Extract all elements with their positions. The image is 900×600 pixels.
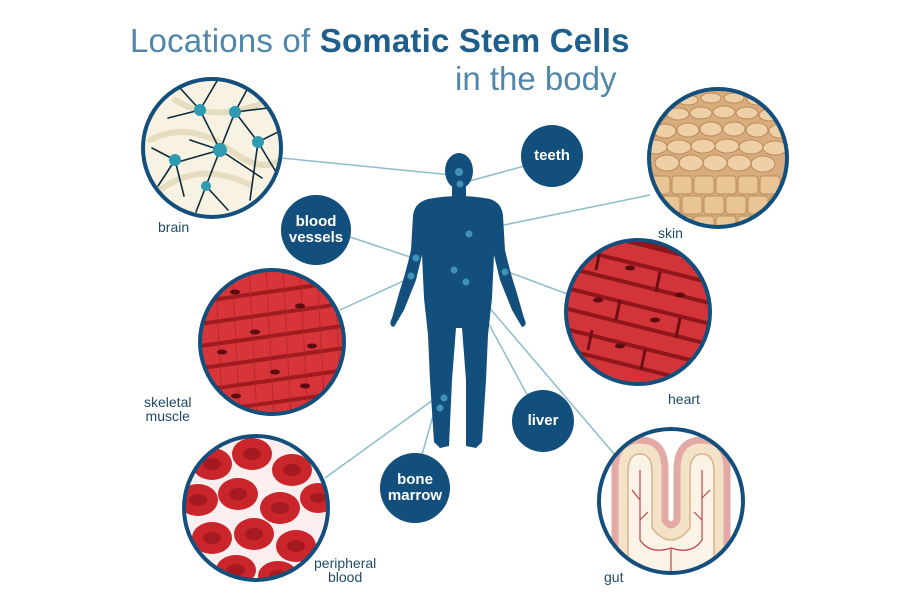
leader-blood-vessels bbox=[349, 236, 414, 259]
gut-villi-illustration bbox=[597, 427, 745, 575]
dot-liver bbox=[450, 266, 458, 274]
label-peripheral-blood: peripheral blood bbox=[314, 556, 376, 584]
title-bold-text: Somatic Stem Cells bbox=[319, 22, 630, 59]
dot-heart bbox=[501, 268, 509, 276]
dot-skeletal-muscle bbox=[407, 272, 415, 280]
blood-cells-illustration bbox=[182, 434, 330, 582]
leader-gut bbox=[469, 284, 616, 456]
bubble-bone-marrow-label: bone marrow bbox=[388, 472, 442, 504]
dot-peripheral-blood bbox=[436, 404, 444, 412]
dot-gut bbox=[462, 278, 470, 286]
bubble-blood-vessels-line1: blood bbox=[295, 213, 337, 230]
label-skeletal-muscle-line2: muscle bbox=[145, 408, 190, 424]
skeletal-muscle-illustration bbox=[198, 268, 346, 416]
title-light-text: Locations of bbox=[130, 22, 311, 59]
bubble-blood-vessels: blood vessels bbox=[281, 195, 351, 265]
title-line-2: in the body bbox=[455, 60, 617, 97]
brain-neurons-illustration bbox=[141, 77, 283, 219]
bubble-blood-vessels-label: blood vessels bbox=[289, 214, 343, 246]
leader-skeletal-muscle bbox=[339, 277, 411, 311]
leader-peripheral-blood bbox=[324, 394, 441, 479]
bubble-liver: liver bbox=[512, 390, 574, 452]
label-skeletal-muscle-line1: skeletal bbox=[144, 394, 192, 410]
dot-blood-vessels bbox=[412, 254, 420, 262]
bubble-liver-label: liver bbox=[527, 412, 559, 429]
bubble-bone-marrow-line1: bone bbox=[397, 471, 433, 488]
label-heart: heart bbox=[668, 391, 700, 407]
leader-lines bbox=[280, 157, 651, 479]
label-peripheral-blood-line2: blood bbox=[328, 569, 363, 585]
human-body-figure bbox=[390, 153, 526, 448]
bubble-blood-vessels-line2: vessels bbox=[288, 229, 344, 246]
label-gut: gut bbox=[604, 569, 624, 585]
heart-muscle-illustration bbox=[564, 238, 712, 386]
dot-bone-marrow bbox=[440, 394, 448, 402]
bubble-teeth: teeth bbox=[521, 125, 583, 187]
label-peripheral-blood-line1: peripheral bbox=[314, 555, 377, 571]
skin-cells-illustration bbox=[647, 87, 789, 229]
bubble-teeth-label: teeth bbox=[534, 147, 570, 164]
label-skin: skin bbox=[658, 225, 683, 241]
label-skeletal-muscle: skeletal muscle bbox=[144, 395, 191, 423]
dot-skin bbox=[465, 230, 473, 238]
leader-teeth bbox=[465, 164, 529, 183]
bubble-bone-marrow-line2: marrow bbox=[387, 487, 443, 504]
dot-teeth bbox=[456, 180, 464, 188]
bubble-bone-marrow: bone marrow bbox=[380, 453, 450, 523]
title-line-1: Locations of Somatic Stem Cells bbox=[130, 22, 630, 60]
label-brain: brain bbox=[158, 219, 190, 235]
dot-brain bbox=[455, 168, 463, 176]
body-location-dots bbox=[407, 168, 509, 412]
leader-heart bbox=[507, 271, 571, 296]
leader-brain bbox=[280, 157, 453, 176]
